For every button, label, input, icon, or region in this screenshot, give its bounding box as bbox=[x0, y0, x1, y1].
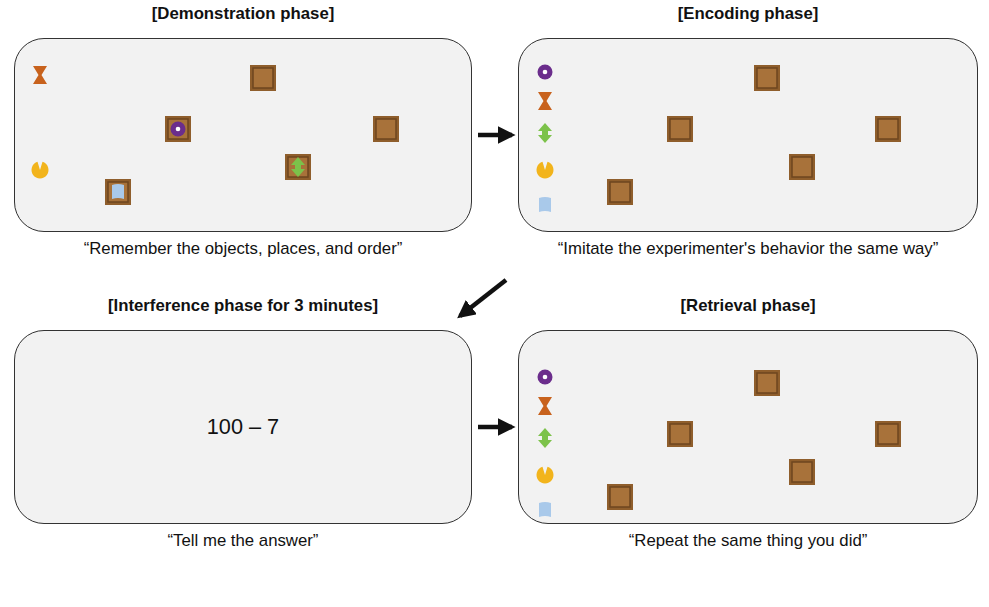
panel-outline bbox=[518, 330, 978, 524]
phase-title: [Encoding phase] bbox=[518, 4, 978, 24]
task-text: 100 – 7 bbox=[14, 414, 472, 440]
phase-panel: [Retrieval phase] “Repeat the same thing … bbox=[518, 292, 978, 556]
instruction-caption: “Tell me the answer” bbox=[14, 531, 472, 551]
phase-panel: [Encoding phase] “Imitate the experimente… bbox=[518, 0, 978, 264]
phase-panel: [Demonstration phase] “Remember the objec… bbox=[14, 0, 472, 264]
instruction-caption: “Repeat the same thing you did” bbox=[518, 531, 978, 551]
flow-arrow bbox=[478, 133, 512, 138]
flow-arrow bbox=[460, 280, 506, 316]
panel-outline bbox=[14, 38, 472, 232]
panel-outline bbox=[518, 38, 978, 232]
flow-arrow bbox=[478, 425, 512, 430]
phase-panel: [Interference phase for 3 minutes] 100 – … bbox=[14, 292, 472, 556]
phase-title: [Interference phase for 3 minutes] bbox=[14, 296, 472, 316]
phase-title: [Demonstration phase] bbox=[14, 4, 472, 24]
instruction-caption: “Imitate the experimenter's behavior the… bbox=[518, 239, 978, 259]
instruction-caption: “Remember the objects, places, and order… bbox=[14, 239, 472, 259]
phase-title: [Retrieval phase] bbox=[518, 296, 978, 316]
